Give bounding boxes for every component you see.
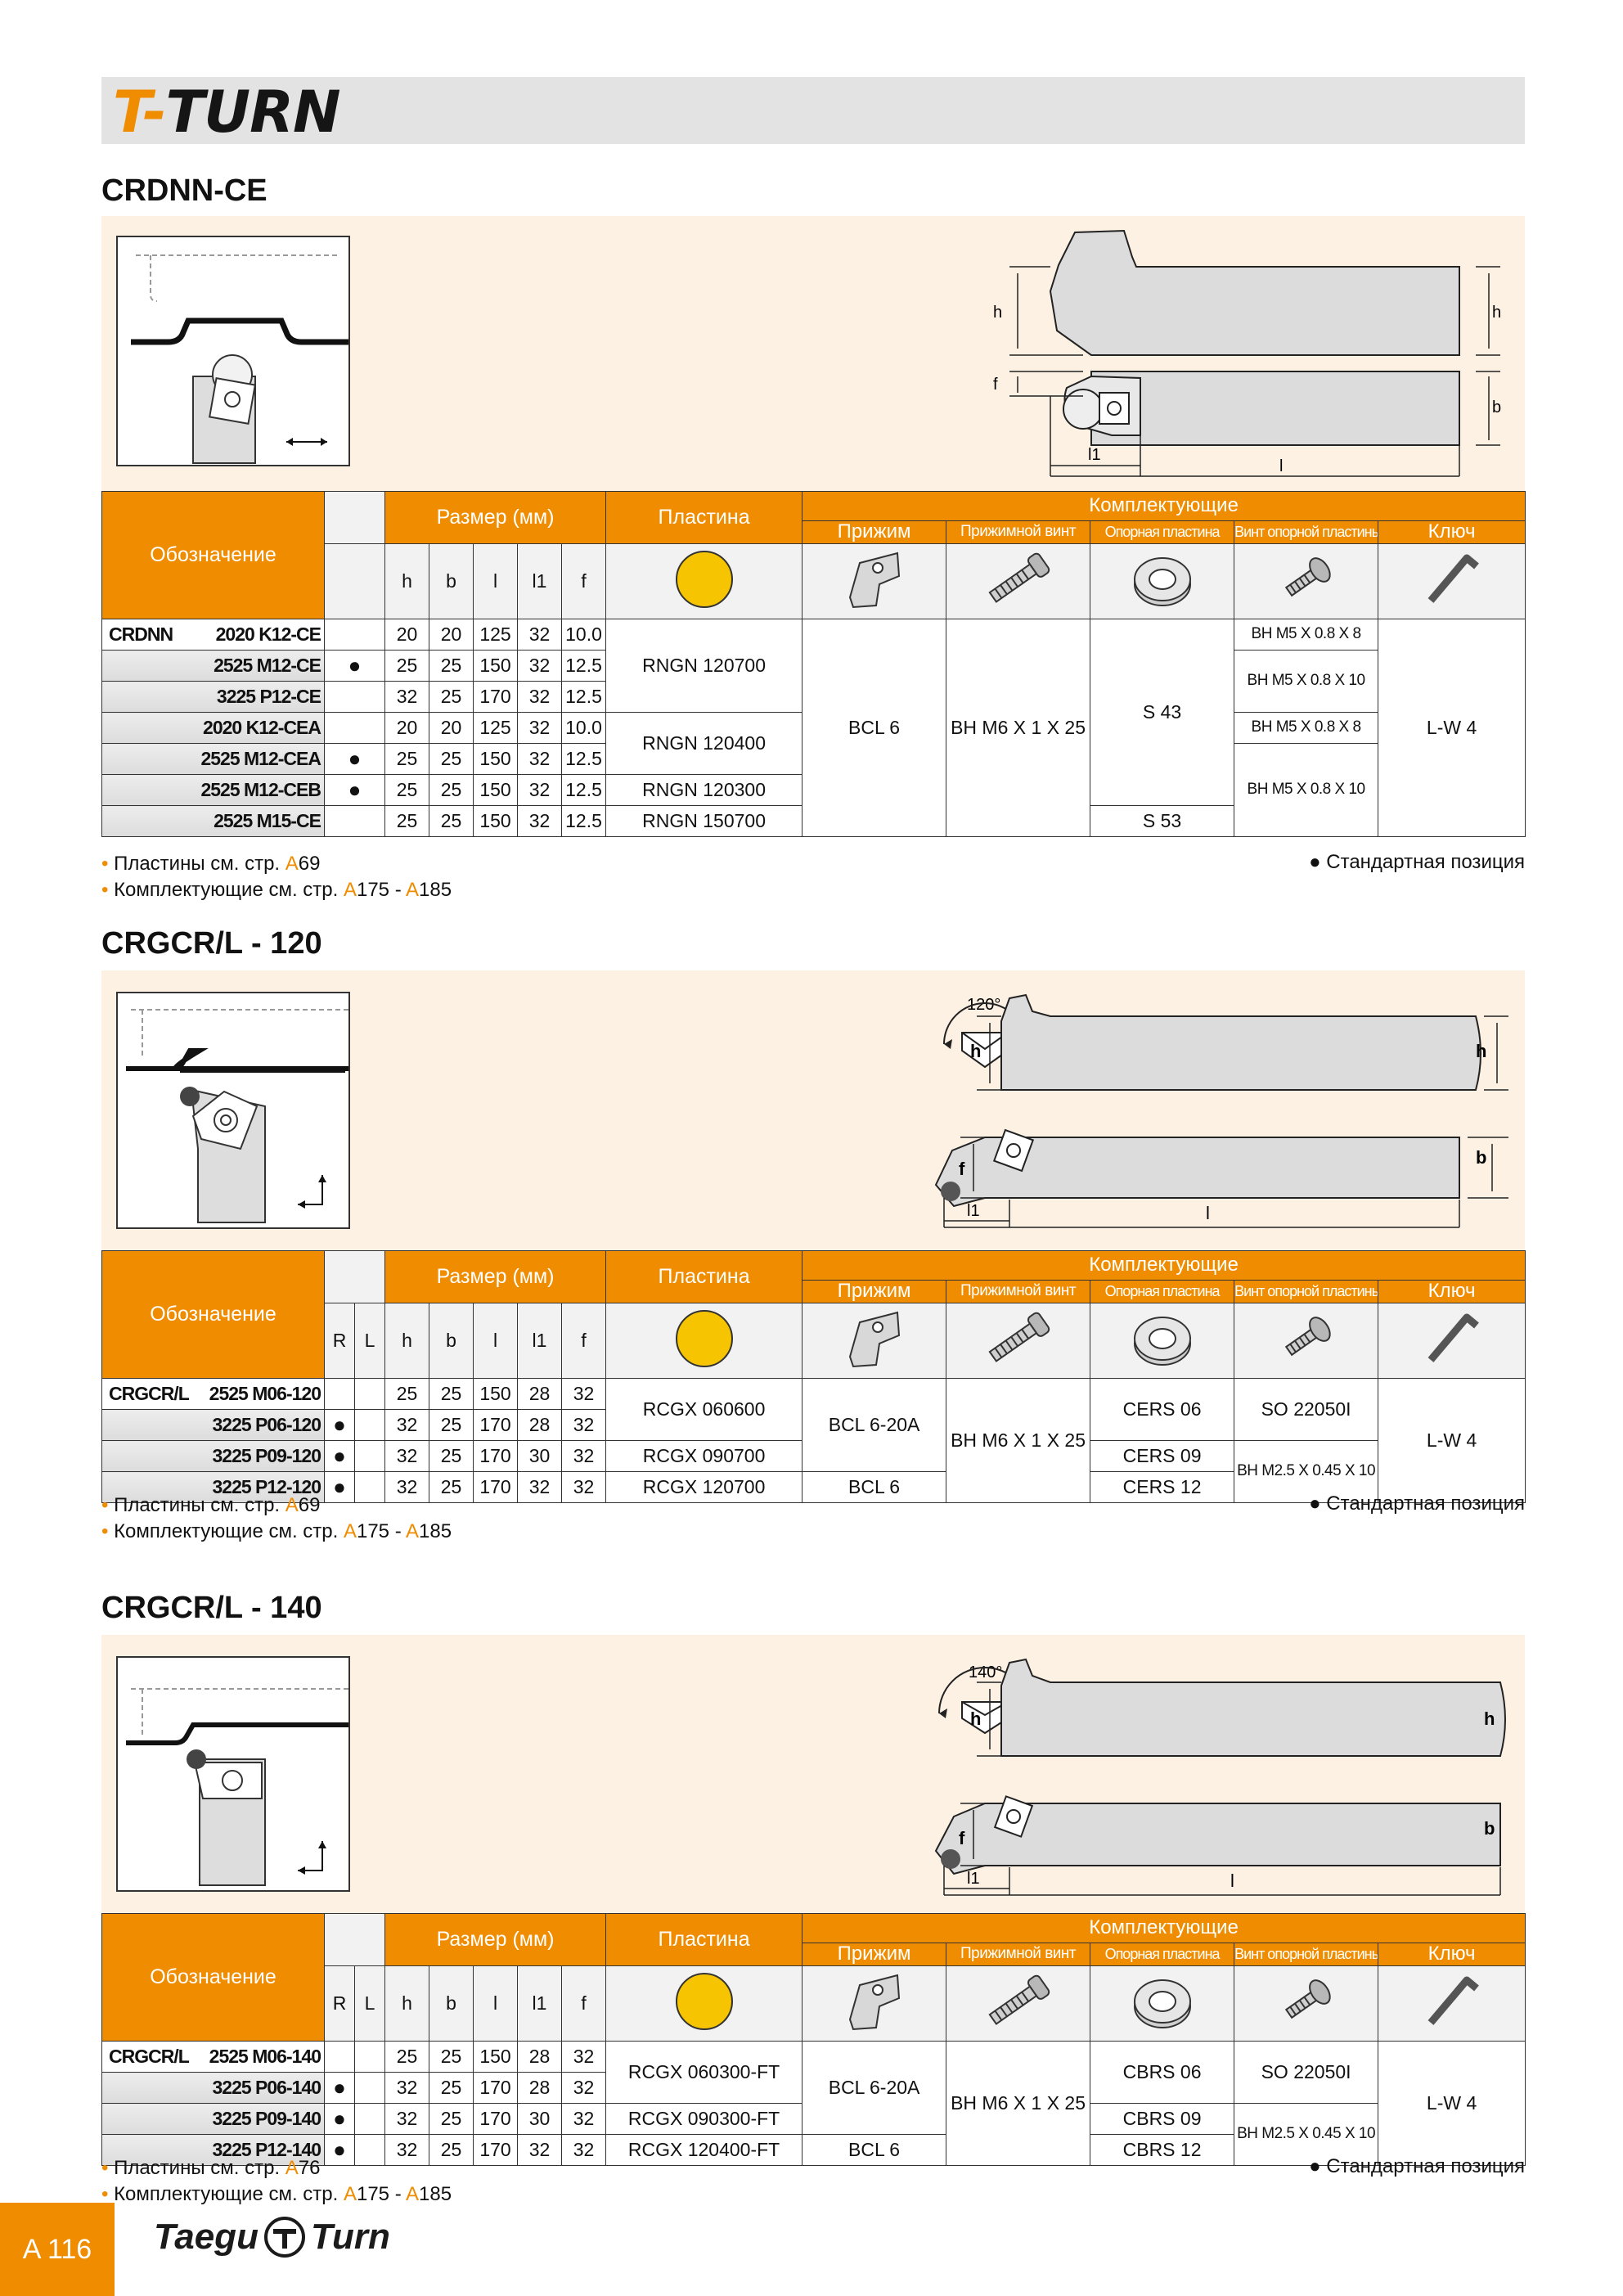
svg-text:h: h	[1476, 1041, 1486, 1061]
table-crgcr-120: Обозначение Размер (мм) Пластина Комплек…	[101, 1250, 1526, 1503]
diagram-crgcr-140: 140° h h f b l1 l	[101, 1635, 1525, 1913]
svg-text:l1: l1	[967, 1202, 980, 1220]
svg-text:h: h	[970, 1708, 981, 1729]
screw-icon	[946, 1303, 1091, 1379]
insert-shape-icon	[605, 1965, 803, 2042]
svg-text:b: b	[1492, 398, 1501, 416]
insert-shape-icon	[605, 1303, 803, 1379]
std-position-legend: ● Стандартная позиция	[1309, 1492, 1525, 1515]
table-crdnn: Обозначение Размер (мм) Пластина Комплек…	[101, 491, 1526, 837]
section-title-crgcr-140: CRGCR/L - 140	[101, 1591, 322, 1625]
shim-screw-icon	[1234, 1965, 1379, 2042]
svg-text:l: l	[1206, 1203, 1210, 1223]
svg-text:l: l	[1230, 1871, 1234, 1891]
diagram-crgcr-120: 120° h h f b l1 l	[101, 970, 1525, 1250]
svg-text:h: h	[970, 1041, 981, 1061]
tool-drawing-crdnn: h h f b l1 l	[993, 229, 1501, 477]
section-title-crgcr-120: CRGCR/L - 120	[101, 926, 322, 961]
note-inserts: • Пластины см. стр. A69	[101, 853, 321, 875]
svg-text:f: f	[993, 376, 998, 394]
clamp-icon	[802, 1303, 947, 1379]
note-components: • Комплектующие см. стр. A175 - A185	[101, 2183, 452, 2205]
svg-text:f: f	[959, 1159, 965, 1179]
application-thumbnail	[116, 236, 350, 466]
key-icon	[1378, 1303, 1526, 1379]
shim-icon	[1090, 543, 1235, 619]
key-icon	[1378, 1965, 1526, 2042]
note-inserts: • Пластины см. стр. A69	[101, 1494, 321, 1516]
shim-screw-icon	[1234, 543, 1379, 619]
svg-text:b: b	[1484, 1818, 1495, 1839]
application-thumbnail	[116, 992, 350, 1229]
section-title-crdnn: CRDNN-CE	[101, 173, 268, 208]
footer-logo: Taegu Turn	[154, 2217, 390, 2258]
svg-text:b: b	[1476, 1147, 1486, 1168]
header-bar	[101, 77, 1525, 144]
screw-icon	[946, 543, 1091, 619]
note-components: • Комплектующие см. стр. A175 - A185	[101, 879, 452, 901]
std-position-legend: ● Стандартная позиция	[1309, 2155, 1525, 2177]
svg-text:h: h	[993, 304, 1002, 322]
svg-text:l1: l1	[967, 1870, 980, 1888]
std-position-legend: ● Стандартная позиция	[1309, 851, 1525, 873]
svg-text:120°: 120°	[967, 996, 1000, 1014]
key-icon	[1378, 543, 1526, 619]
svg-text:h: h	[1484, 1708, 1495, 1729]
clamp-icon	[802, 543, 947, 619]
svg-text:l1: l1	[1088, 446, 1101, 464]
svg-text:l: l	[1279, 457, 1283, 475]
table-crgcr-140: Обозначение Размер (мм) Пластина Комплек…	[101, 1913, 1526, 2166]
shim-screw-icon	[1234, 1303, 1379, 1379]
tool-drawing-crgcr-140: 140° h h f b l1 l	[934, 1658, 1506, 1896]
note-inserts: • Пластины см. стр. A76	[101, 2157, 321, 2179]
svg-text:f: f	[959, 1828, 965, 1848]
tool-drawing-crgcr-120: 120° h h f b l1 l	[934, 993, 1508, 1228]
shim-icon	[1090, 1303, 1235, 1379]
clamp-icon	[802, 1965, 947, 2042]
note-components: • Комплектующие см. стр. A175 - A185	[101, 1520, 452, 1542]
svg-text:h: h	[1492, 304, 1501, 322]
screw-icon	[946, 1965, 1091, 2042]
svg-text:140°: 140°	[969, 1663, 1002, 1681]
application-thumbnail	[116, 1656, 350, 1892]
brand-logo: T-TURN	[113, 79, 341, 146]
taegu-turn-logo-icon	[263, 2217, 305, 2258]
insert-shape-icon	[605, 543, 803, 619]
page-number: A 116	[0, 2203, 115, 2296]
diagram-crdnn: h h f b l1 l	[101, 216, 1525, 491]
shim-icon	[1090, 1965, 1235, 2042]
